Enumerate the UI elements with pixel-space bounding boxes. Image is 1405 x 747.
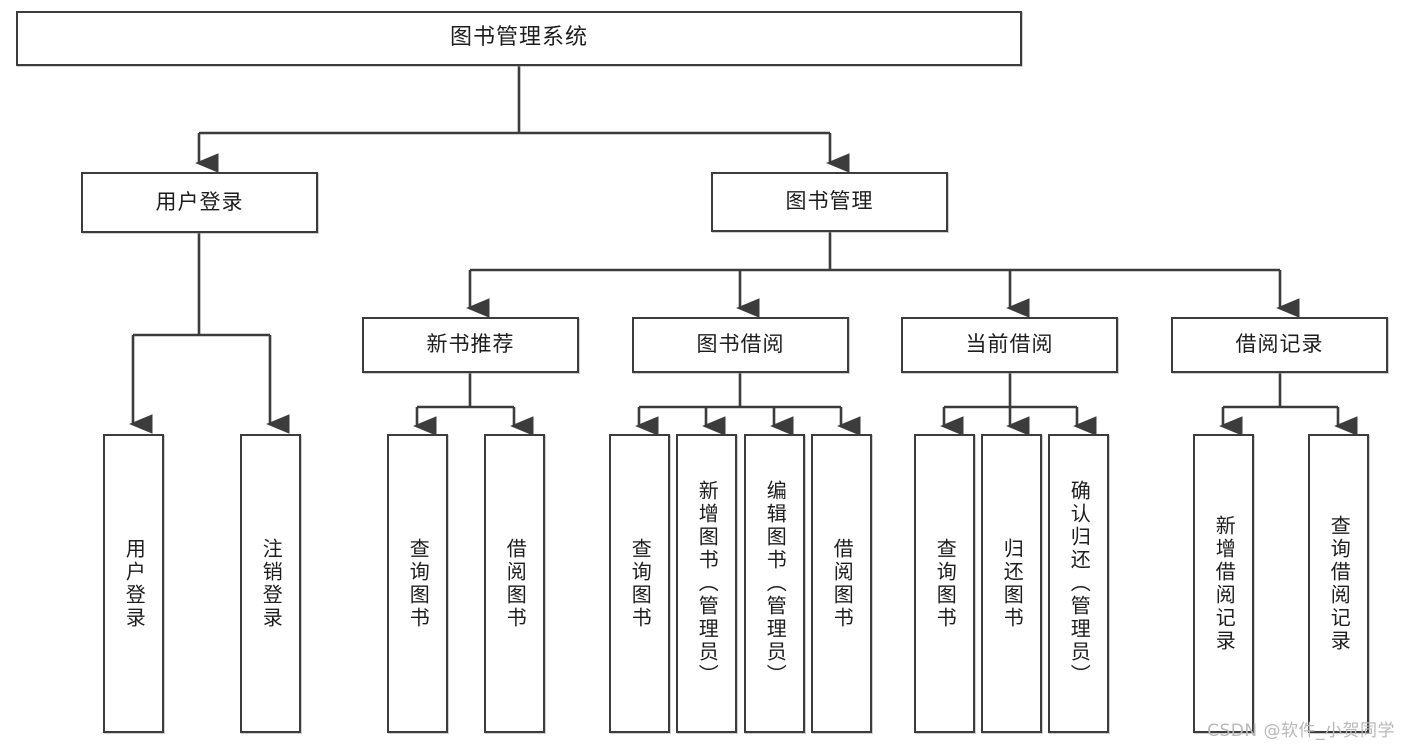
leaf-user-login-signin[interactable]: 用户登录 <box>103 434 164 733</box>
node-label: 新增图书（管理员） <box>695 480 720 687</box>
leaf-book-borrow-add[interactable]: 新增图书（管理员） <box>676 434 737 733</box>
node-book-borrow[interactable]: 图书借阅 <box>632 317 849 373</box>
node-user-login[interactable]: 用户登录 <box>81 172 318 233</box>
node-label: 当前借阅 <box>965 332 1054 357</box>
leaf-current-borrow-return[interactable]: 归还图书 <box>981 434 1042 733</box>
node-label: 编辑图书（管理员） <box>763 480 788 687</box>
node-label: 确认归还（管理员） <box>1067 480 1092 687</box>
leaf-current-borrow-confirm-return[interactable]: 确认归还（管理员） <box>1048 434 1109 733</box>
leaf-new-book-query[interactable]: 查询图书 <box>387 434 448 733</box>
node-label: 注销登录 <box>259 537 284 630</box>
node-label: 图书借阅 <box>696 332 785 357</box>
node-label: 用户登录 <box>122 537 147 630</box>
node-label: 查询图书 <box>406 537 431 630</box>
node-borrow-record[interactable]: 借阅记录 <box>1171 317 1388 373</box>
leaf-user-login-signout[interactable]: 注销登录 <box>240 434 301 733</box>
watermark-text: CSDN @软件_小贺同学 <box>1207 721 1395 741</box>
node-label: 新书推荐 <box>426 332 515 357</box>
node-label: 借阅图书 <box>503 537 528 630</box>
node-label: 查询借阅记录 <box>1327 514 1352 653</box>
node-label: 新增借阅记录 <box>1212 514 1237 653</box>
node-current-borrow[interactable]: 当前借阅 <box>901 317 1118 373</box>
node-label: 归还图书 <box>1000 537 1025 630</box>
node-new-book-recommend[interactable]: 新书推荐 <box>362 317 579 373</box>
leaf-borrow-record-add[interactable]: 新增借阅记录 <box>1193 434 1254 733</box>
node-label: 图书管理 <box>785 189 874 214</box>
leaf-book-borrow-query[interactable]: 查询图书 <box>609 434 670 733</box>
leaf-current-borrow-query[interactable]: 查询图书 <box>914 434 975 733</box>
node-label: 借阅图书 <box>830 537 855 630</box>
node-book-management[interactable]: 图书管理 <box>711 172 948 232</box>
leaf-book-borrow-borrow[interactable]: 借阅图书 <box>811 434 872 733</box>
node-label: 用户登录 <box>155 189 244 214</box>
node-label: 查询图书 <box>933 537 958 630</box>
node-label: 借阅记录 <box>1235 332 1324 357</box>
leaf-book-borrow-edit[interactable]: 编辑图书（管理员） <box>744 434 805 733</box>
node-root-system[interactable]: 图书管理系统 <box>16 11 1022 66</box>
node-label: 图书管理系统 <box>449 25 588 51</box>
leaf-borrow-record-query[interactable]: 查询借阅记录 <box>1308 434 1369 733</box>
leaf-new-book-borrow[interactable]: 借阅图书 <box>484 434 545 733</box>
node-label: 查询图书 <box>628 537 653 630</box>
